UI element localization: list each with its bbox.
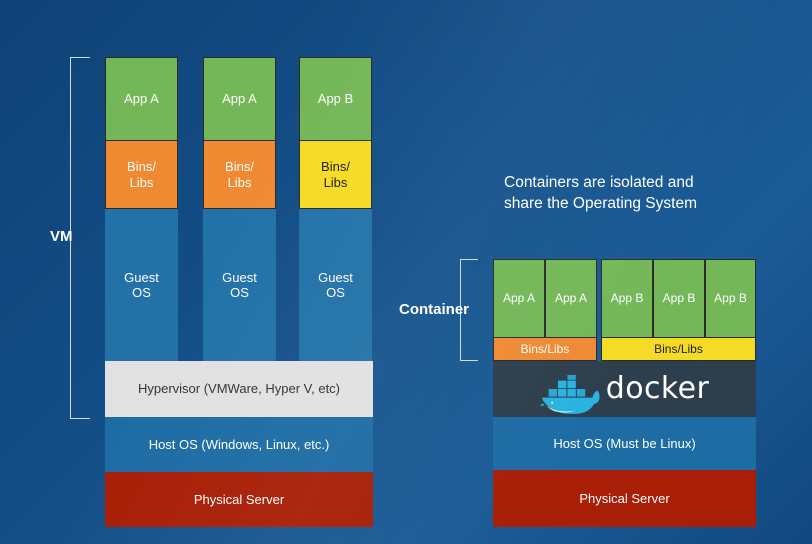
vm-column-3-guest-os: Guest OS	[299, 209, 372, 361]
vm-column-1-guest-os: Guest OS	[105, 209, 178, 361]
vm-column-1-bins: Bins/ Libs	[105, 141, 178, 209]
vm-column-2-bins: Bins/ Libs	[203, 141, 276, 209]
vm-bracket	[70, 57, 90, 419]
container-physical-server-layer: Physical Server	[493, 470, 756, 527]
vm-column-1-app: App A	[105, 57, 178, 141]
container-group-2-app-2: App B	[653, 259, 705, 338]
container-group-1-app-2: App A	[545, 259, 597, 338]
container-group-1-bins: Bins/Libs	[493, 338, 597, 361]
container-group-2-bins: Bins/Libs	[601, 338, 756, 361]
container-group-2-app-1: App B	[601, 259, 653, 338]
container-bracket-label: Container	[399, 301, 470, 318]
vm-column-2-guest-os: Guest OS	[203, 209, 276, 361]
docker-logo: docker	[539, 356, 710, 423]
container-group-1-app-1: App A	[493, 259, 545, 338]
docker-whale-icon	[539, 356, 602, 423]
container-group-2-app-3: App B	[705, 259, 756, 338]
vm-column-3-bins: Bins/ Libs	[299, 141, 372, 209]
docker-layer: docker	[493, 361, 756, 417]
docker-wordmark: docker	[605, 371, 710, 407]
vm-column-3-app: App B	[299, 57, 372, 141]
hypervisor-layer: Hypervisor (VMWare, Hyper V, etc)	[105, 361, 373, 417]
container-bracket	[460, 259, 478, 361]
vm-column-2-app: App A	[203, 57, 276, 141]
vm-host-os-layer: Host OS (Windows, Linux, etc.)	[105, 417, 373, 472]
container-caption: Containers are isolated and share the Op…	[504, 174, 697, 212]
vm-physical-server-layer: Physical Server	[105, 472, 373, 527]
vm-bracket-label: VM	[50, 228, 73, 245]
container-host-os-layer: Host OS (Must be Linux)	[493, 417, 756, 470]
